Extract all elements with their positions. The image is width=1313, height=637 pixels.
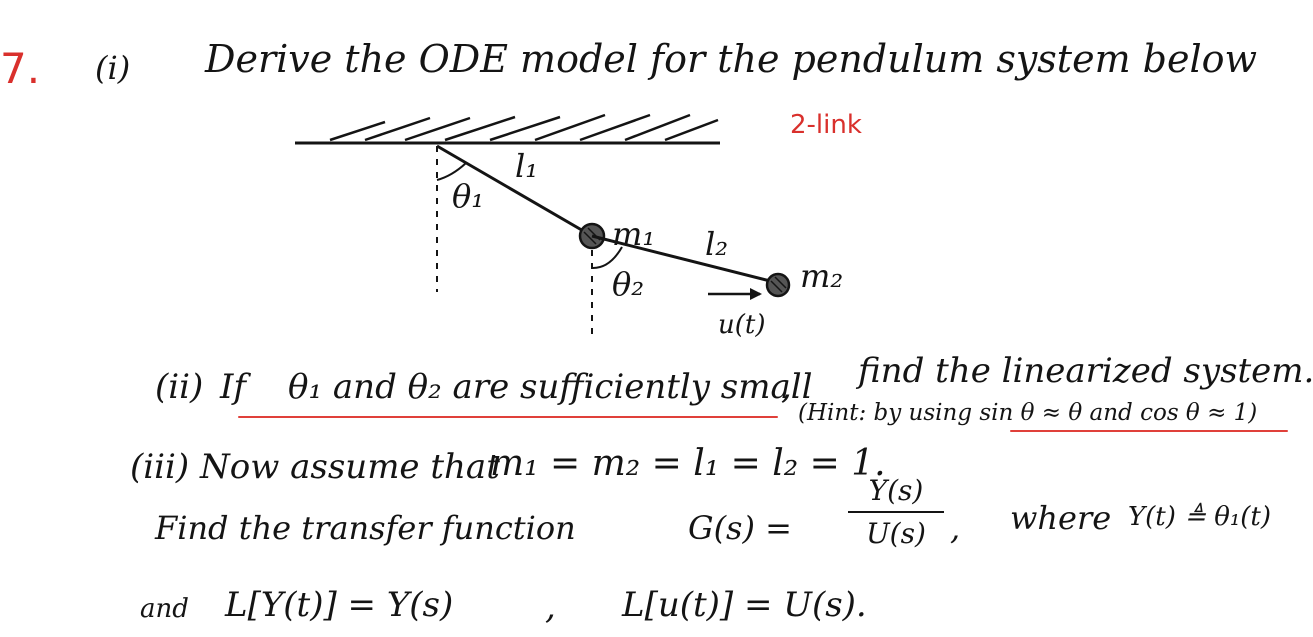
part3-find: Find the transfer function: [155, 509, 576, 547]
fraction-denominator: U(s): [866, 517, 926, 550]
condition-underline: [238, 416, 778, 418]
part2-if: If: [220, 367, 247, 407]
hint-underline: [1010, 430, 1288, 432]
label-input-u: u(t): [718, 310, 766, 340]
fraction-bar: [848, 511, 944, 513]
part2-condition: θ₁ and θ₂ are sufficiently small: [288, 367, 813, 407]
transfer-G: G(s) =: [688, 509, 792, 547]
part1-text: Derive the ODE model for the pendulum sy…: [205, 37, 1258, 81]
part2-comma: ,: [781, 367, 792, 407]
label-theta1: θ₁: [452, 177, 485, 215]
label-m1: m₁: [612, 215, 656, 253]
problem-number: 7.: [0, 44, 41, 93]
transfer-fraction: Y(s) U(s): [848, 474, 944, 550]
theta1-arc: [436, 162, 467, 181]
part2-action: find the linearized system.: [858, 351, 1313, 391]
part3-y-def: Y(t) ≜ θ₁(t): [1128, 502, 1272, 532]
part2-hint: (Hint: by using sin θ ≈ θ and cos θ ≈ 1): [798, 400, 1258, 426]
part3-comma: ,: [950, 509, 961, 547]
label-l2: l₂: [705, 225, 729, 263]
part3-assume: Now assume that: [200, 447, 500, 487]
mass-m2: [765, 272, 791, 298]
label-l1: l₁: [515, 147, 539, 185]
part1-label: (i): [95, 49, 131, 87]
laplace-u: L[u(t)] = U(s).: [622, 585, 867, 625]
part3-where: where: [1010, 499, 1112, 537]
rod-l2: [591, 234, 779, 285]
arrow-right-icon: [750, 288, 762, 300]
note-2-link: 2-link: [790, 110, 862, 140]
part3-values: m₁ = m₂ = l₁ = l₂ = 1.: [490, 443, 886, 484]
rod-l1: [436, 144, 593, 238]
label-theta2: θ₂: [612, 265, 645, 303]
fraction-numerator: Y(s): [868, 474, 924, 507]
laplace-y: L[Y(t)] = Y(s): [225, 585, 454, 625]
ceiling-hatching: [329, 113, 719, 142]
laplace-comma: ,: [545, 587, 556, 627]
part3-label: (iii): [130, 447, 190, 487]
part3-and: and: [140, 594, 189, 624]
label-m2: m₂: [800, 257, 844, 295]
theta2-arc: [592, 246, 623, 269]
part2-label: (ii): [155, 367, 204, 407]
